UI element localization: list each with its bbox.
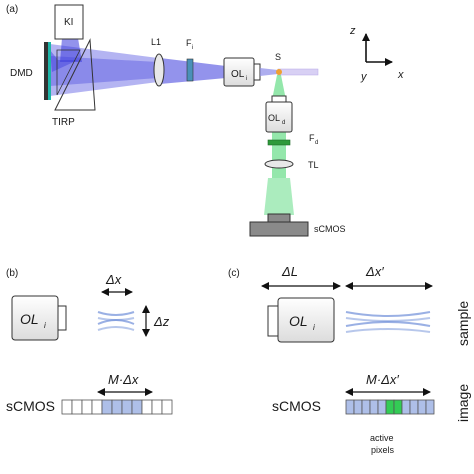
light-sheet-c (345, 311, 431, 333)
old-subscript: d (282, 120, 285, 126)
filter-fi: F i (186, 38, 193, 82)
old-label: OL (268, 113, 280, 123)
tirp-label: TIRP (52, 117, 75, 128)
sensor-b-pixel (101, 399, 113, 415)
lens-l1: L1 (151, 37, 165, 87)
axis-x-label: x (397, 69, 404, 81)
objective-oli-b: OL i (11, 295, 67, 341)
objective-oli-c: OL i (267, 297, 335, 343)
delta-x-arrow: Δx (101, 272, 133, 296)
scmos-label-a: sCMOS (314, 224, 346, 234)
sensor-b-pixel (131, 399, 143, 415)
sensor-b-pixel (121, 399, 133, 415)
light-sheet-b (97, 311, 135, 331)
mdx-label: M·Δx (108, 372, 139, 387)
tirp-prism: TIRP (52, 38, 96, 128)
axis-z-label: z (349, 25, 356, 37)
tube-lens-tl: TL (264, 159, 319, 170)
sensor-c-pixel (409, 399, 419, 415)
ol-c-label: OL (289, 313, 308, 329)
fd-subscript: d (315, 140, 318, 146)
dz-label: Δz (153, 314, 170, 329)
sensor-b-pixel (161, 399, 173, 415)
dl-label: ΔL (281, 264, 298, 279)
fi-label: F (186, 38, 192, 48)
dx-label: Δx (105, 272, 122, 287)
ol-b-subscript: i (44, 321, 46, 330)
sensor-c-pixel (377, 399, 387, 415)
panel-b-label: (b) (6, 268, 18, 279)
sensor-b-pixel (81, 399, 93, 415)
oli-subscript: i (246, 76, 247, 82)
m-delta-xp-arrow: M·Δx′ (345, 372, 431, 396)
sensor-b-pixel (61, 399, 73, 415)
sensor-c-pixel (353, 399, 363, 415)
ki-label: KI (64, 17, 73, 28)
coordinate-axes: z y x (349, 25, 404, 83)
sensor-b-pixel (151, 399, 163, 415)
sensor-b-pixel (71, 399, 83, 415)
objective-oli: OL i (223, 57, 261, 87)
s-label: S (275, 52, 281, 62)
oli-label: OL (231, 69, 245, 80)
ol-c-subscript: i (313, 323, 315, 332)
sample-s: S (260, 52, 319, 76)
filter-fd: F d (267, 133, 318, 146)
active-pixels-line1: active (370, 433, 394, 443)
pixel-row-b (61, 399, 173, 415)
scmos-camera: sCMOS (249, 213, 346, 237)
sensor-c-pixel (417, 399, 427, 415)
fd-label: F (309, 133, 315, 143)
panel-c-label: (c) (228, 268, 240, 279)
delta-l-arrow: ΔL (261, 264, 341, 290)
sensor-c-pixel (393, 399, 403, 415)
sensor-b-pixel (91, 399, 103, 415)
scmos-label-b: sCMOS (6, 398, 55, 414)
dxp-label: Δx′ (365, 264, 384, 279)
excitation-beam (50, 38, 226, 96)
sensor-c-pixel (361, 399, 371, 415)
sensor-c-pixel (401, 399, 411, 415)
panel-a-label: (a) (6, 4, 18, 15)
ol-b-label: OL (20, 311, 39, 327)
tl-label: TL (308, 160, 319, 170)
dmd: DMD (10, 42, 51, 100)
ki-source: KI (54, 4, 84, 40)
row-label-sample: sample (455, 301, 471, 346)
axis-y-label: y (360, 71, 368, 83)
m-delta-x-arrow: M·Δx (97, 372, 153, 396)
objective-old: OL d (265, 95, 293, 133)
sensor-c-pixel (385, 399, 395, 415)
sensor-c-pixel (425, 399, 435, 415)
mdxp-label: M·Δx′ (366, 372, 399, 387)
dmd-label: DMD (10, 68, 33, 79)
fi-subscript: i (192, 45, 193, 51)
sensor-b-pixel (141, 399, 153, 415)
row-label-image: image (455, 384, 471, 422)
active-pixels-line2: pixels (371, 445, 395, 455)
delta-xp-arrow: Δx′ (345, 264, 433, 290)
l1-label: L1 (151, 37, 161, 47)
sensor-c-pixel (345, 399, 355, 415)
scmos-label-c: sCMOS (272, 398, 321, 414)
sensor-b-pixel (111, 399, 123, 415)
pixel-row-c (345, 399, 435, 415)
delta-z-arrow: Δz (142, 305, 170, 337)
sensor-c-pixel (369, 399, 379, 415)
